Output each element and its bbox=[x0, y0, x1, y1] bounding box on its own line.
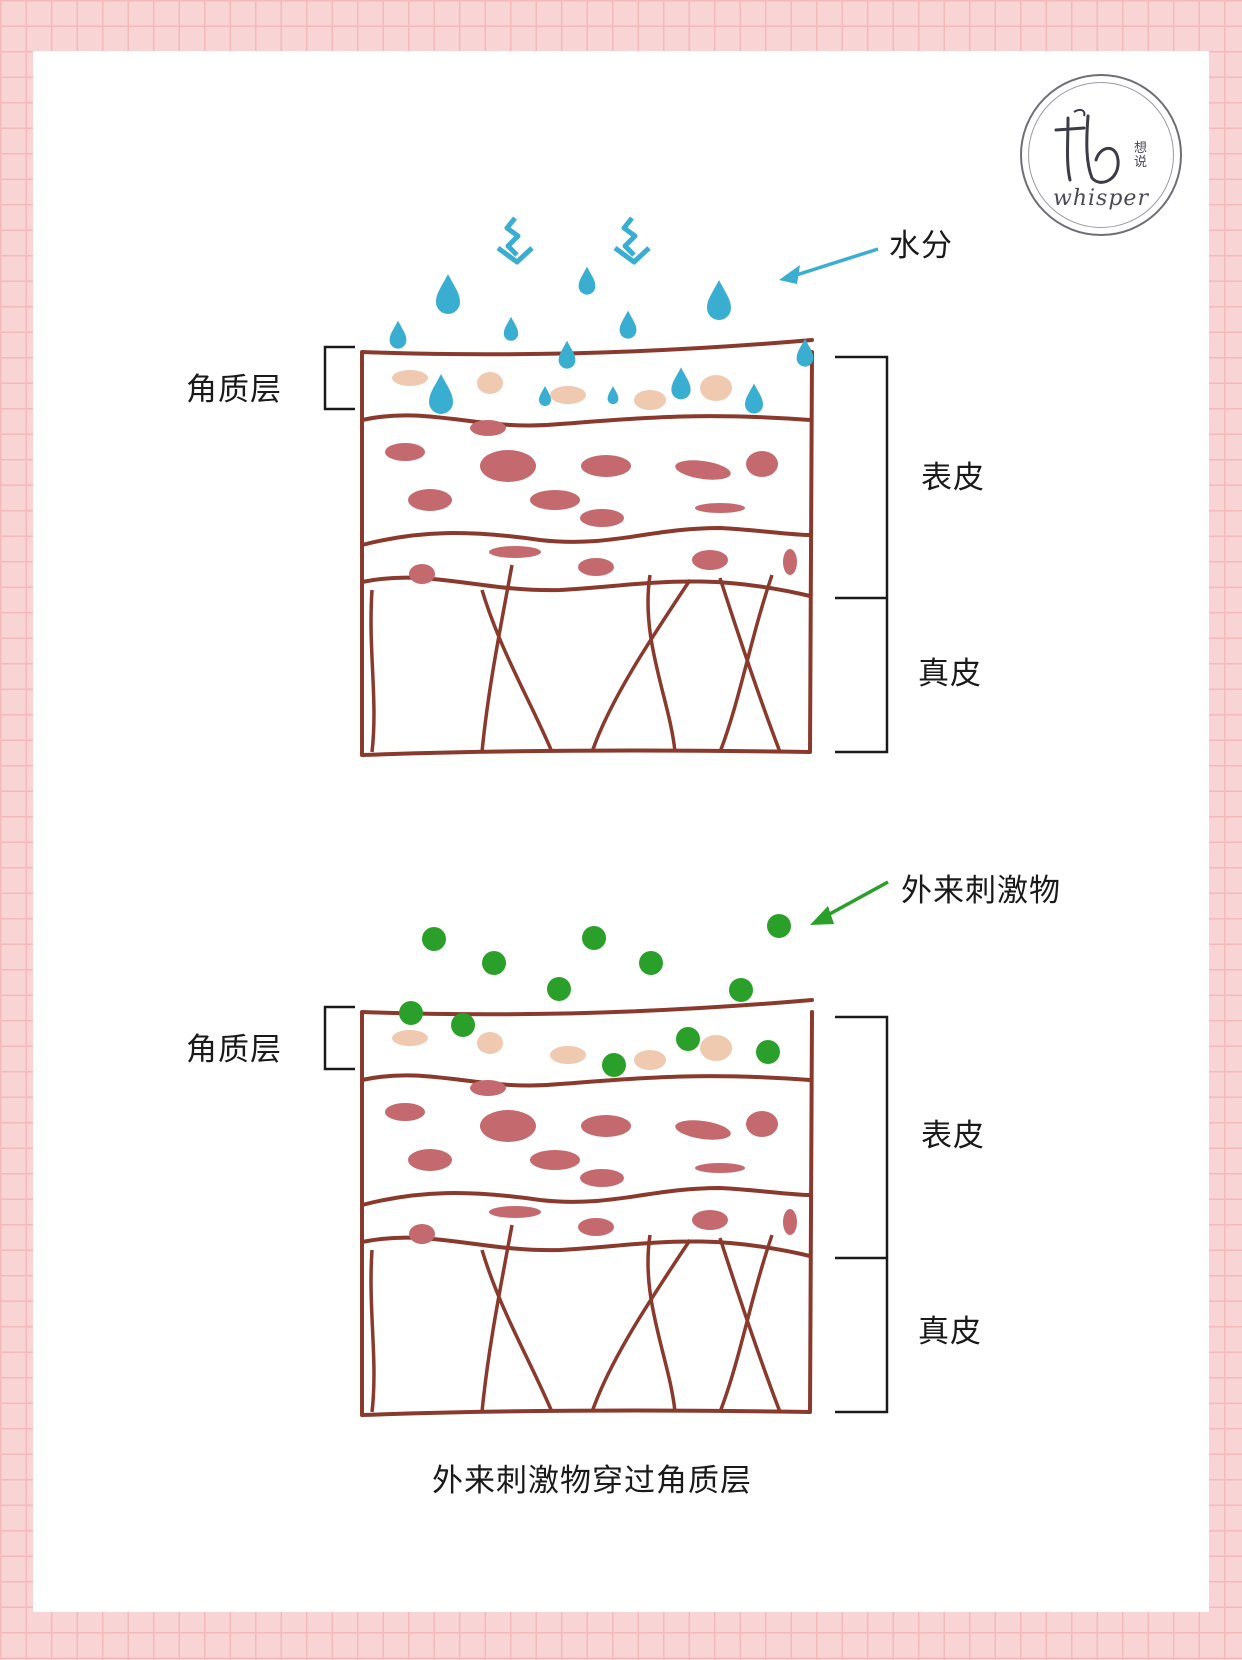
top-stratum-corneum-label: 角质层 bbox=[186, 364, 282, 409]
top-dermis-label: 真皮 bbox=[918, 648, 982, 693]
irritant-particles bbox=[399, 914, 791, 1077]
whisper-logo: 想说 whisper bbox=[1020, 74, 1182, 236]
water-droplets bbox=[390, 267, 814, 414]
bottom-stratum-corneum-label: 角质层 bbox=[186, 1024, 282, 1069]
top-skin-block bbox=[325, 340, 887, 755]
logo-word: whisper bbox=[1022, 186, 1180, 211]
top-epidermis-label: 表皮 bbox=[921, 452, 985, 497]
caption: 外来刺激物穿过角质层 bbox=[432, 1455, 752, 1500]
water-arrow bbox=[779, 249, 878, 284]
logo-seal-text: 想说 bbox=[1134, 142, 1150, 170]
wavy-arrows bbox=[498, 218, 649, 262]
bottom-dermis-label: 真皮 bbox=[918, 1306, 982, 1351]
bottom-epidermis-label: 表皮 bbox=[921, 1110, 985, 1155]
bottom-irritant-label: 外来刺激物 bbox=[901, 865, 1061, 910]
top-water-label: 水分 bbox=[889, 220, 953, 265]
irritant-arrow bbox=[810, 882, 888, 925]
